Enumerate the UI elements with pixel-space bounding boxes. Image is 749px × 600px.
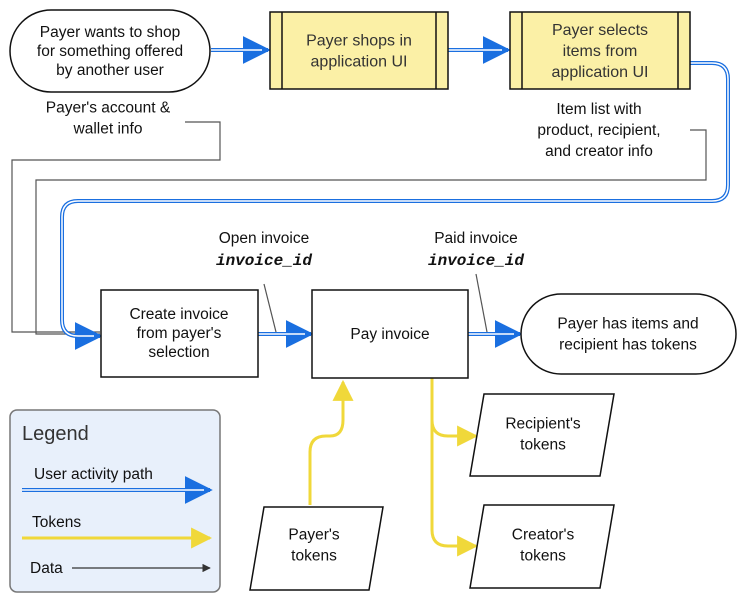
label-account-wallet-info: Payer's account &wallet info: [46, 100, 171, 138]
data-tick-paid-invoice: [475, 273, 488, 333]
token-path-pay-to-recipient: [430, 378, 479, 447]
data-tick-open-invoice: [263, 283, 277, 333]
label-paid-invoice-id: invoice_id: [428, 252, 524, 270]
data-line-account: [11, 121, 221, 333]
legend-tokens-label: Tokens: [32, 514, 81, 531]
token-path-pay-to-creator: [430, 420, 479, 557]
label-open-invoice: Open invoice: [219, 230, 309, 247]
data-connectors: [11, 121, 707, 335]
legend-data-label: Data: [30, 560, 63, 577]
node-pay-invoice-label: Pay invoice: [350, 326, 429, 343]
label-open-invoice-id: invoice_id: [216, 252, 312, 270]
legend-user-path-label: User activity path: [34, 466, 153, 483]
user-activity-connectors: [60, 36, 730, 350]
legend: Legend User activity path Tokens Data: [9, 409, 221, 593]
label-paid-invoice: Paid invoice: [434, 230, 518, 247]
legend-title: Legend: [22, 423, 89, 445]
data-line-item-list: [35, 129, 707, 335]
token-connectors: [308, 378, 479, 557]
node-pay-invoice: Pay invoice: [311, 289, 469, 379]
token-path-payer-to-pay: [308, 379, 354, 505]
